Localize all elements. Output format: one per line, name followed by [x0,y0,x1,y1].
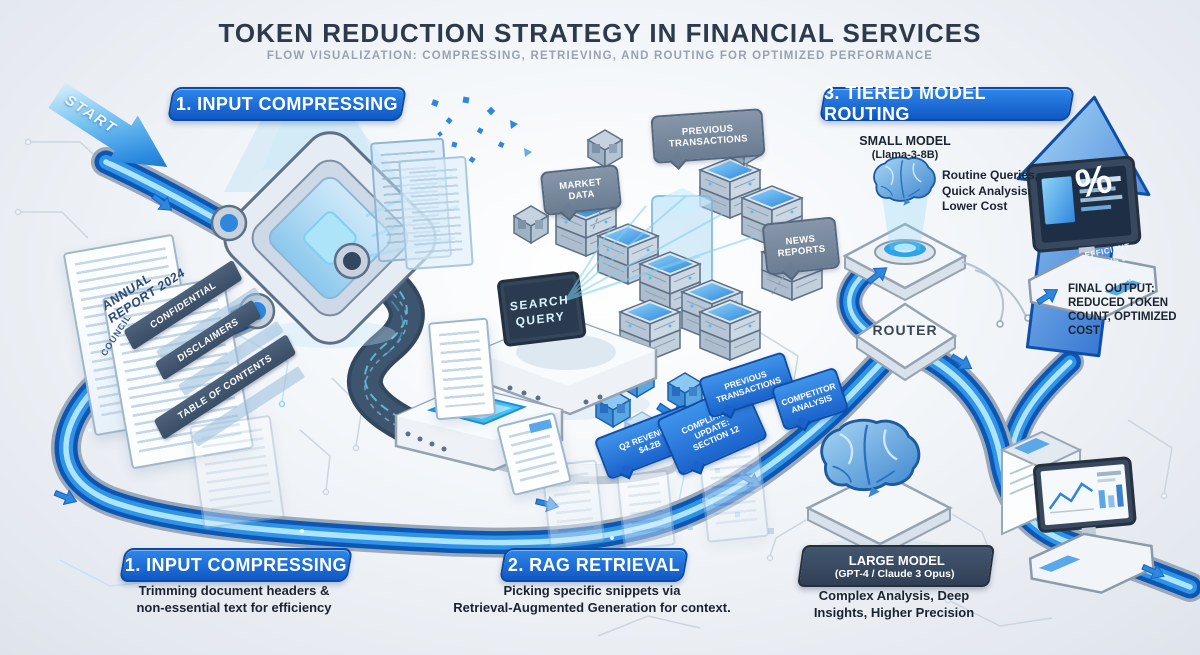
page-title: TOKEN REDUCTION STRATEGY IN FINANCIAL SE… [218,18,982,48]
token-particles [431,96,532,164]
banner-input-compressing-top-label: 1. INPUT COMPRESSING [175,93,399,114]
small-model-subtitle: (Llama-3-8B) [871,149,939,161]
search-query-kiosk [474,271,658,416]
router-platform [854,302,958,382]
small-model-caption: Routine Queries, Quick Analysis, Lower C… [942,168,1039,214]
compressed-document [398,155,474,271]
banner-input-compressing-bottom: 1. INPUT COMPRESSING [119,548,353,582]
data-source-bubble-previous-transactions: PREVIOUS TRANSACTIONS [650,108,766,164]
data-cube-icon [587,129,623,168]
large-model-caption: Complex Analysis, Deep Insights, Higher … [813,588,975,620]
document-ghost [616,469,676,551]
banner-tiered-routing: 3. TIERED MODEL ROUTING [819,83,1075,124]
banner-rag-retrieval: 2. RAG RETRIEVAL [499,548,689,582]
banner-input-compressing-top: 1. INPUT COMPRESSING [167,87,407,121]
banner-large-model: LARGE MODEL (GPT-4 / Claude 3 Opus) [797,545,995,587]
data-source-bubble-market-data: MARKET DATA [539,164,623,216]
banner-tiered-routing-label: 3. TIERED MODEL ROUTING [824,83,986,124]
compression-cube [210,96,437,345]
analytics-monitor [1028,456,1155,594]
final-output-caption: FINAL OUTPUT: REDUCED TOKEN COUNT, OPTIM… [1068,283,1177,338]
page-subtitle: FLOW VISUALIZATION: COMPRESSING, RETRIEV… [266,50,934,62]
small-model-platform [842,156,1032,328]
router-label: ROUTER [872,322,938,338]
large-model-title: LARGE MODEL [848,552,945,568]
banner-rag-retrieval-label: 2. RAG RETRIEVAL [507,554,681,575]
large-model-subtitle: (GPT-4 / Claude 3 Opus) [835,567,955,580]
output-monitor [1026,155,1158,320]
large-model-platform [805,418,953,558]
input-compressing-caption: Trimming document headers & non-essentia… [136,583,332,615]
rag-retrieval-caption: Picking specific snippets via Retrieval-… [453,583,731,615]
circuit-traces [14,138,1173,637]
banner-input-compressing-bottom-label: 1. INPUT COMPRESSING [124,554,348,575]
ingested-document [427,317,497,421]
data-source-bubble-news-reports: NEWS REPORTS [761,216,841,276]
small-model-title: SMALL MODEL [859,134,951,148]
